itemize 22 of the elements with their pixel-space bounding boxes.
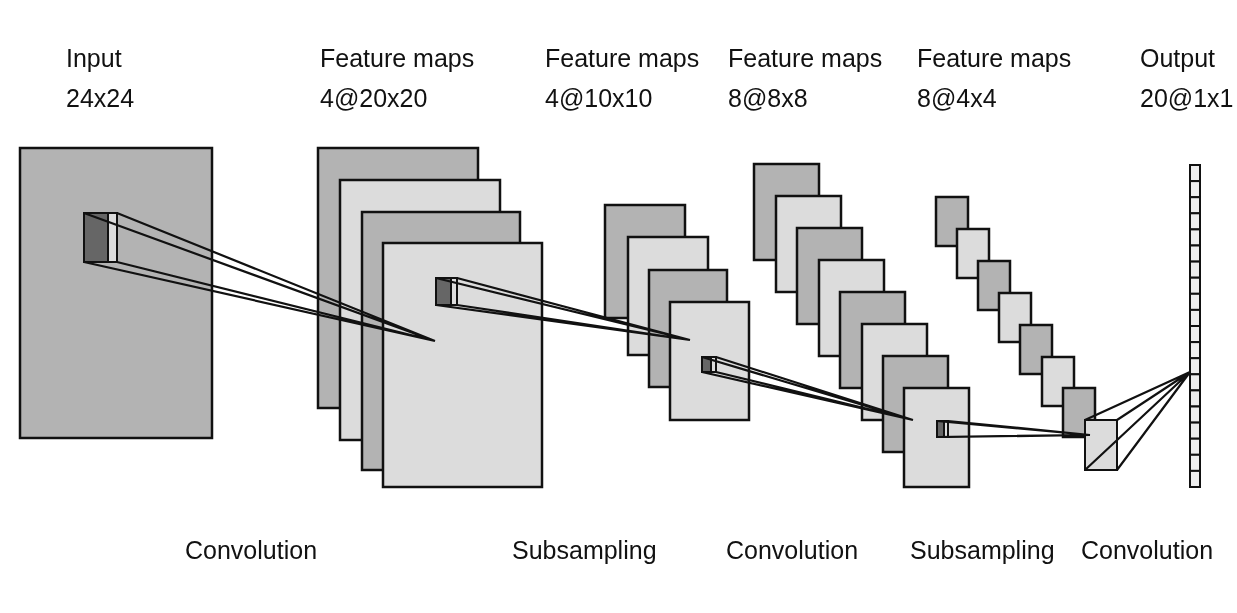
layer-title: Feature maps — [917, 44, 1072, 72]
operation-label: Convolution — [1081, 536, 1214, 564]
operation-label: Convolution — [726, 536, 859, 564]
receptive-field-lines — [434, 276, 692, 342]
layer-size: 4@20x20 — [320, 84, 428, 112]
operation-label: Convolution — [185, 536, 318, 564]
receptive-field-lines — [1083, 370, 1192, 472]
layer-title: Output — [1140, 44, 1216, 72]
operation-label: Subsampling — [512, 536, 657, 564]
layer-size: 24x24 — [66, 84, 135, 112]
layer-size: 8@4x4 — [917, 84, 997, 112]
layer-size: 4@10x10 — [545, 84, 653, 112]
operation-label: Subsampling — [910, 536, 1055, 564]
layer-size: 8@8x8 — [728, 84, 808, 112]
receptive-field-lines — [935, 419, 1092, 439]
layer-size: 20@1x1 — [1140, 84, 1234, 112]
receptive-field-lines — [82, 211, 437, 343]
layer-title: Input — [66, 44, 122, 72]
layer-title: Feature maps — [728, 44, 883, 72]
layer-title: Feature maps — [545, 44, 700, 72]
receptive-field-lines — [700, 355, 915, 422]
layer-title: Feature maps — [320, 44, 475, 72]
